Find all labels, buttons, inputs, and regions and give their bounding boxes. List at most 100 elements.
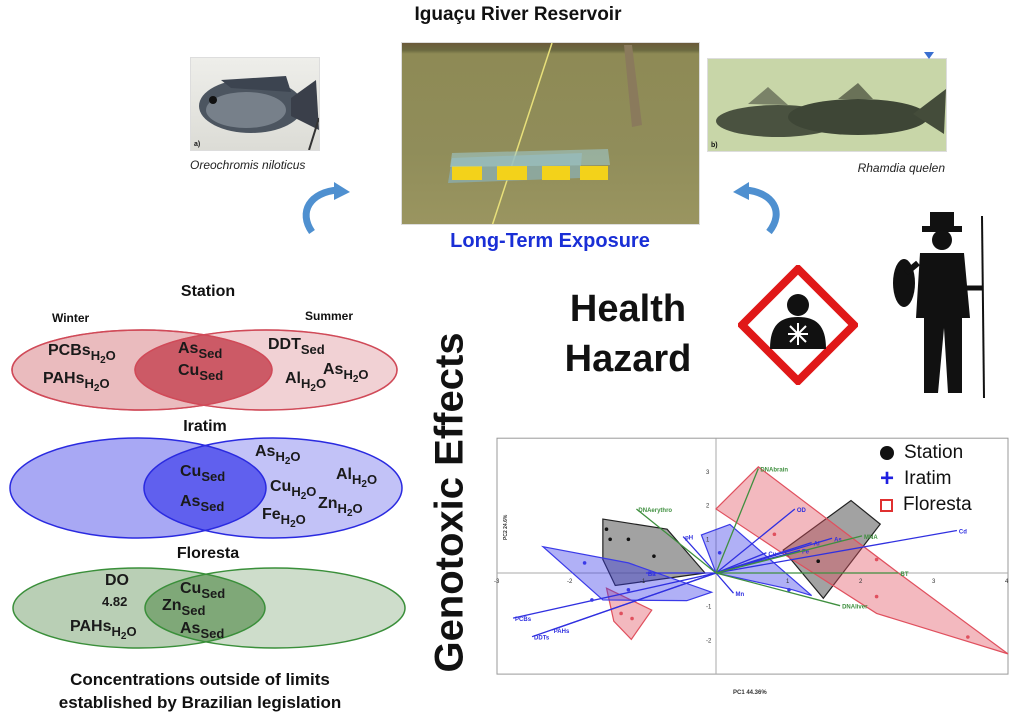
- loading-arrow: [551, 572, 717, 631]
- loading-label: PAHs: [554, 629, 570, 635]
- plus-marker-icon: +: [880, 465, 895, 492]
- point-station: [608, 537, 612, 542]
- point-station: [816, 559, 820, 564]
- loading-label: BT: [901, 572, 909, 578]
- loading-label: DDTs: [534, 636, 550, 642]
- venn-item: PCBsH2O: [48, 342, 116, 366]
- hull-station: [782, 499, 882, 600]
- x-tick-label: -2: [567, 579, 573, 585]
- fisherman-silhouette-icon: [893, 212, 985, 399]
- triangle-marker-icon: [924, 52, 934, 59]
- venn-item: AsSed: [180, 620, 225, 641]
- venn-item: AlH2O: [285, 370, 327, 394]
- y-axis-label: PC2 24.6%: [503, 514, 509, 540]
- venn-item: ZnH2O: [318, 495, 363, 519]
- page-title: Iguaçu River Reservoir: [414, 4, 622, 25]
- loading-arrow: [715, 572, 735, 594]
- loading-label: As: [834, 537, 842, 543]
- venn-item: AsSed: [178, 340, 223, 361]
- venn-item: AsH2O: [255, 443, 301, 467]
- plot-frame: [496, 437, 1009, 675]
- point-iratim: [626, 588, 631, 592]
- genotoxic-effects-label: Genotoxic Effects: [427, 332, 472, 673]
- x-tick-label: 2: [859, 579, 863, 585]
- hull-station: [602, 518, 707, 587]
- x-tick-label: 4: [1005, 579, 1009, 585]
- tilapia-photo: a): [190, 57, 320, 151]
- legend-iratim: +Iratim: [880, 465, 952, 492]
- loading-arrow: [715, 508, 796, 574]
- venn-item: CuH2O: [270, 478, 317, 502]
- venn-item: ZnSed: [162, 597, 206, 618]
- loading-label: DNAerythro: [638, 508, 672, 514]
- venn-item: CuSed: [178, 362, 224, 383]
- point-iratim: [590, 598, 594, 602]
- loading-arrow: [715, 529, 958, 574]
- loading-arrow: [715, 535, 863, 574]
- loading-label: Ba: [648, 572, 656, 578]
- right-species-caption: Rhamdia quelen: [857, 161, 945, 175]
- do-value: 4.82: [102, 594, 128, 609]
- venn-footer: Concentrations outside of limits establi…: [0, 668, 400, 714]
- point-floresta: [966, 635, 970, 639]
- loading-arrow: [715, 468, 759, 574]
- loading-label: DNAliver: [842, 605, 868, 611]
- loading-arrow: [715, 552, 767, 574]
- point-iratim: [787, 588, 791, 592]
- hull-iratim: [540, 545, 714, 602]
- loading-arrow: [512, 572, 717, 619]
- loading-label: Mn: [736, 592, 745, 598]
- summer-label: Summer: [305, 309, 354, 323]
- loading-arrow: [715, 572, 841, 607]
- y-tick-label: 2: [706, 504, 710, 510]
- venn-item: AlH2O: [336, 466, 378, 490]
- fish-image: [716, 83, 946, 137]
- point-floresta: [772, 532, 777, 537]
- fish-image: [199, 76, 319, 150]
- loading-arrow: [636, 508, 717, 574]
- venn-diagrams: [9, 329, 406, 649]
- floresta-venn: [12, 567, 406, 649]
- legend-station: Station: [880, 440, 972, 466]
- health-hazard-label: Health Hazard: [548, 284, 708, 384]
- loading-label: Cd: [959, 530, 967, 536]
- loading-label: DNAbrain: [760, 468, 788, 474]
- point-floresta: [619, 611, 623, 616]
- winter-label: Winter: [52, 311, 90, 325]
- station-venn: [11, 329, 398, 411]
- venn-item: AsH2O: [323, 361, 369, 385]
- loading-label: MNA: [864, 535, 878, 541]
- point-iratim: [717, 550, 722, 555]
- loading-label: pH: [685, 536, 693, 542]
- venn-item: AsSed: [180, 493, 225, 514]
- x-tick-label: 3: [932, 579, 936, 585]
- health-hazard-line: Health: [569, 288, 687, 330]
- legend-floresta: Floresta: [880, 492, 972, 518]
- footer-line: established by Brazilian legislation: [58, 693, 342, 712]
- x-axis-label: PC1 44.36%: [733, 690, 767, 696]
- health-hazard-line: Hazard: [564, 338, 692, 380]
- floresta-title: Floresta: [176, 545, 240, 562]
- y-tick-label: -2: [706, 638, 712, 644]
- venn-item: CuSed: [180, 463, 226, 484]
- point-station: [626, 537, 631, 542]
- x-tick-label: -3: [494, 579, 500, 585]
- pca-biplot: ODCdPCBsDDTsPAHspHMnCuAsAlFeBaDNAbrainDN…: [494, 437, 1009, 696]
- venn-item: PAHsH2O: [43, 370, 110, 394]
- loading-label: Al: [814, 542, 820, 548]
- photo-tag: b): [711, 142, 718, 149]
- point-iratim: [582, 561, 587, 565]
- loading-label: PCBs: [515, 617, 532, 623]
- square-marker-icon: [880, 498, 893, 512]
- cage-image: [448, 43, 642, 224]
- x-tick-label: 1: [786, 579, 790, 585]
- dot-marker-icon: [880, 446, 894, 460]
- reservoir-photo: [401, 42, 700, 225]
- point-floresta: [630, 616, 634, 621]
- point-station: [604, 527, 609, 531]
- hull-floresta: [605, 587, 653, 641]
- loading-label: Fe: [802, 549, 810, 555]
- curved-arrow-icon: [302, 182, 350, 235]
- iratim-title: Iratim: [183, 418, 227, 435]
- long-term-exposure-label: Long-Term Exposure: [450, 230, 650, 252]
